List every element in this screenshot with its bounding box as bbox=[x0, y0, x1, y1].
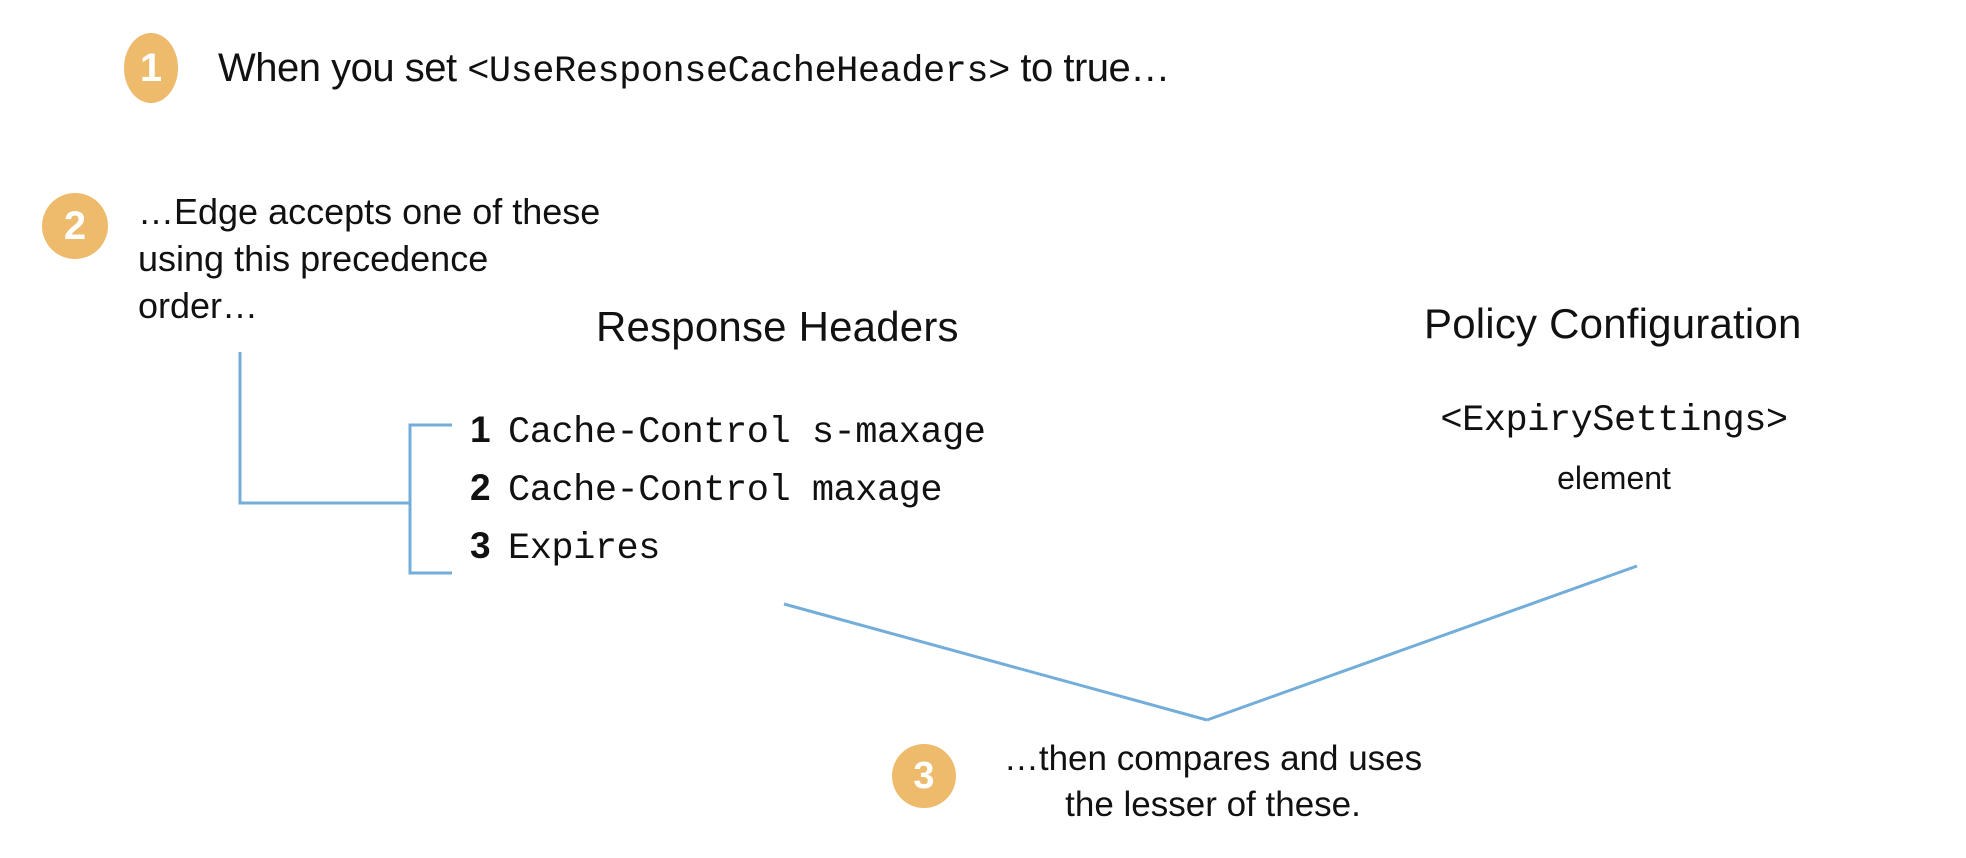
list-item-label: Expires bbox=[508, 528, 660, 570]
list-item: 1 Cache-Control s-maxage bbox=[470, 409, 986, 454]
precedence-trunk-line bbox=[238, 352, 410, 505]
step-1-text-prefix: When you set bbox=[218, 46, 468, 90]
step-3-badge-number: 3 bbox=[913, 755, 935, 797]
step-2-badge-number: 2 bbox=[63, 204, 87, 248]
policy-configuration-title: Policy Configuration bbox=[1424, 300, 1802, 347]
step-3-text: …then compares and uses the lesser of th… bbox=[1003, 739, 1423, 824]
step-1-badge: 1 bbox=[124, 33, 178, 103]
list-item-label: Cache-Control maxage bbox=[508, 470, 943, 512]
converge-left-line bbox=[783, 602, 1208, 722]
step-2-text: …Edge accepts one of these using this pr… bbox=[138, 191, 601, 326]
step-1-text-suffix: to true… bbox=[1009, 46, 1170, 90]
step-1-text-element: <UseResponseCacheHeaders> bbox=[467, 51, 1010, 93]
response-headers-title: Response Headers bbox=[596, 303, 959, 350]
step-2-badge: 2 bbox=[42, 193, 108, 259]
list-item-number: 1 bbox=[470, 409, 491, 450]
expiry-settings-element: <ExpirySettings> bbox=[1440, 400, 1788, 442]
converge-right-line bbox=[1206, 564, 1638, 722]
step-3-badge: 3 bbox=[892, 744, 956, 808]
list-item: 2 Cache-Control maxage bbox=[470, 467, 943, 512]
step-1-text: When you set <UseResponseCacheHeaders> t… bbox=[218, 46, 1170, 93]
list-item-label: Cache-Control s-maxage bbox=[508, 412, 986, 454]
expiry-settings-element-word: element bbox=[1557, 460, 1671, 496]
list-bracket-line bbox=[408, 423, 452, 575]
list-item-number: 3 bbox=[470, 525, 491, 566]
list-item-number: 2 bbox=[470, 467, 491, 508]
list-item: 3 Expires bbox=[470, 525, 660, 570]
step-1-badge-number: 1 bbox=[139, 46, 163, 90]
